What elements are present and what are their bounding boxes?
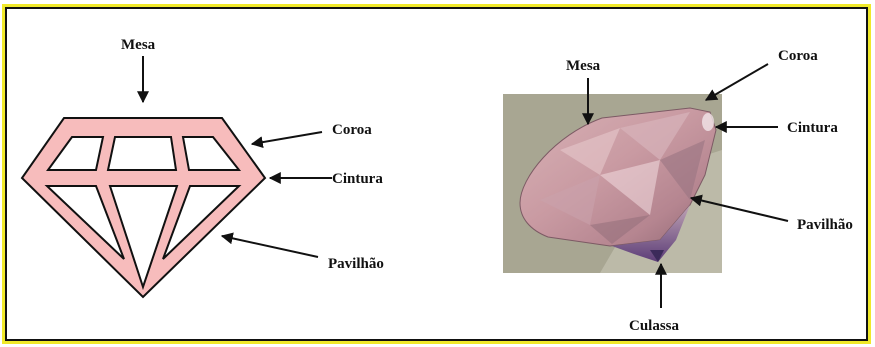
label-right-coroa: Coroa (778, 48, 818, 64)
label-left-mesa: Mesa (121, 37, 156, 53)
gem-photo (503, 94, 722, 273)
label-left-coroa: Coroa (332, 122, 372, 138)
girdle-sparkle (702, 113, 714, 131)
label-right-pavilhao: Pavilhão (797, 217, 853, 233)
diamond-schematic (22, 118, 265, 297)
arrow-left-coroa (252, 132, 322, 144)
label-left-pavilhao: Pavilhão (328, 256, 384, 272)
label-right-cintura: Cintura (787, 120, 838, 136)
arrow-right-coroa (706, 64, 768, 100)
label-right-culassa: Culassa (629, 318, 680, 334)
label-left-cintura: Cintura (332, 171, 383, 187)
label-right-mesa: Mesa (566, 58, 601, 74)
crown-facet (108, 137, 176, 170)
arrow-left-pavilhao (222, 236, 318, 257)
